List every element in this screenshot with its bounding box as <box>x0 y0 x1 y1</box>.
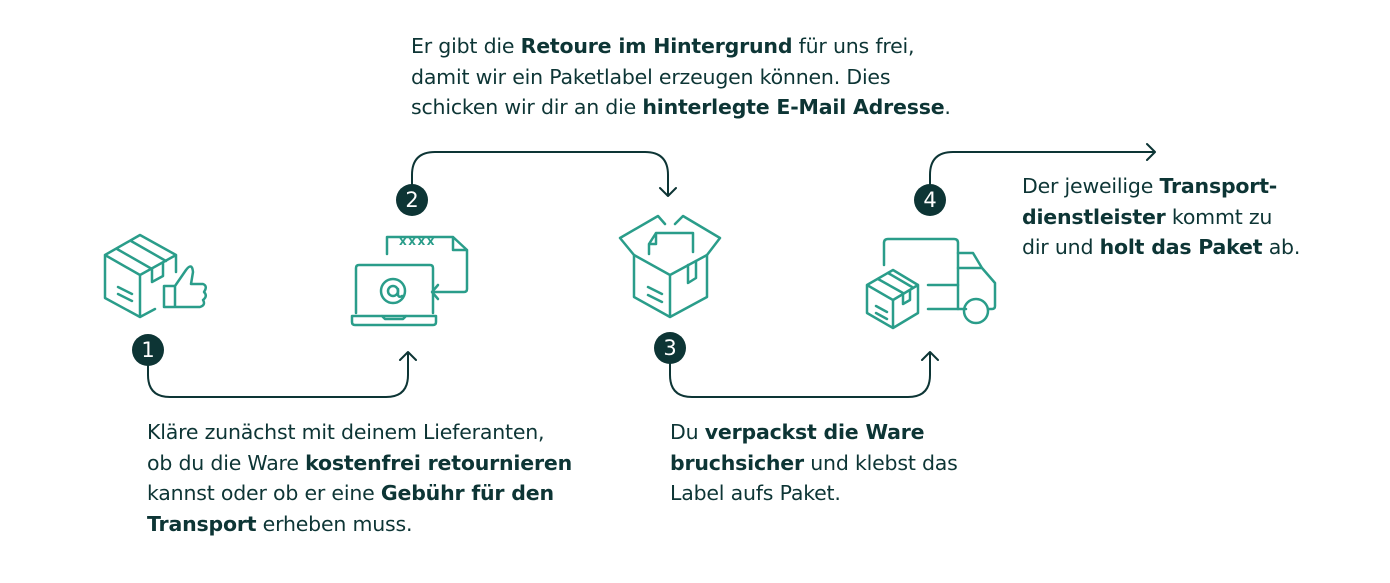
bold-text: Transport- <box>1159 174 1278 198</box>
connector-1-2 <box>147 351 417 398</box>
text: damit wir ein Paketlabel erzeugen können… <box>411 64 891 89</box>
bold-text: Retoure im Hintergrund <box>520 34 793 58</box>
step-2-description: Er gibt die Retoure im Hintergrund für u… <box>411 31 951 123</box>
bold-text: verpackst die Ware <box>704 420 925 444</box>
text: Der jeweilige <box>1022 174 1160 198</box>
bold-text: Gebühr für den <box>380 481 554 505</box>
text: für uns frei, <box>792 34 915 58</box>
bold-text: dienstleister <box>1022 204 1166 229</box>
connector-4-out <box>929 143 1156 185</box>
step-4-description: Der jeweilige Transport- dienstleister k… <box>1022 171 1300 263</box>
text: schicken wir dir an die <box>411 95 643 119</box>
step-4-badge: 4 <box>914 184 946 216</box>
step-2-badge: 2 <box>396 184 428 216</box>
bold-text: hinterlegte E-Mail Adresse <box>642 95 945 119</box>
text: Label aufs Paket. <box>670 481 841 505</box>
text: dir und <box>1022 235 1100 259</box>
text: kannst oder ob er eine <box>147 481 381 505</box>
text: kommt zu <box>1165 204 1273 229</box>
text: und klebst das <box>803 450 958 475</box>
bold-text: holt das Paket <box>1099 235 1263 259</box>
text: Er gibt die <box>411 34 521 58</box>
bold-text: bruchsicher <box>670 450 804 475</box>
text: Du <box>670 420 705 444</box>
step-1-badge: 1 <box>132 334 164 366</box>
connector-3-4 <box>669 351 939 398</box>
text: erheben muss. <box>256 511 413 536</box>
step-3-badge: 3 <box>654 332 686 364</box>
laptop-email-label-icon <box>350 235 469 327</box>
text: . <box>944 95 951 119</box>
delivery-truck-icon <box>865 237 997 330</box>
bold-text: Transport <box>147 511 257 536</box>
box-thumbs-up-icon <box>103 233 207 319</box>
label-code-text: xxxx <box>399 234 436 248</box>
step-1-description: Kläre zunächst mit deinem Lieferanten, o… <box>147 417 572 539</box>
text: ab. <box>1262 235 1301 259</box>
bold-text: kostenfrei retournieren <box>305 450 572 475</box>
connector-2-3 <box>411 151 677 197</box>
text: ob du die Ware <box>147 450 306 475</box>
open-box-icon <box>618 214 722 319</box>
text: Kläre zunächst mit deinem Lieferanten, <box>147 420 545 444</box>
step-3-description: Du verpackst die Ware bruchsicher und kl… <box>670 417 958 509</box>
